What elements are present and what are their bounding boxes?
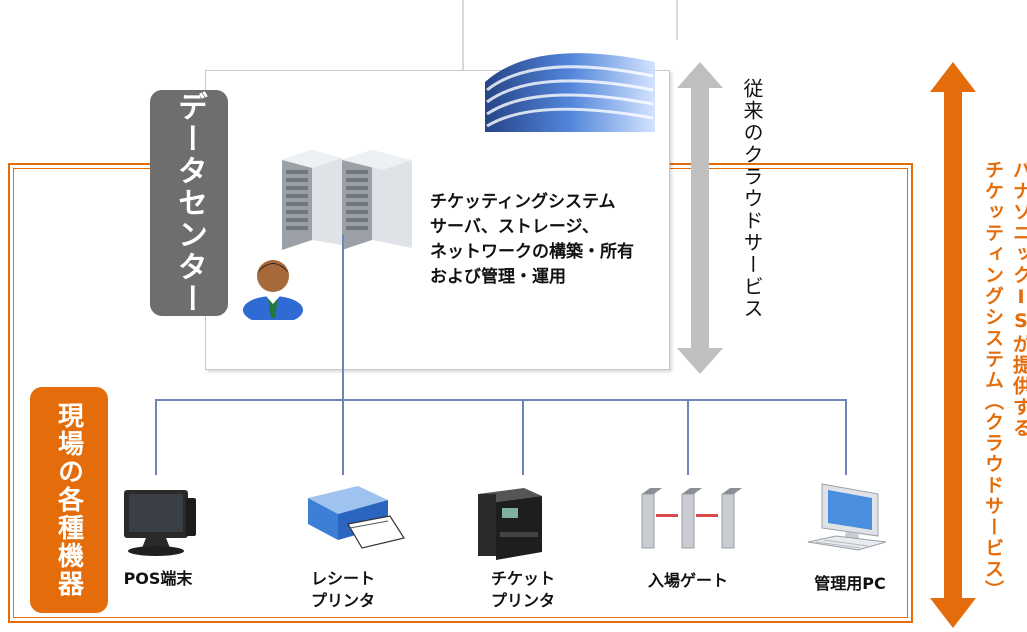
description-line: サーバ、ストレージ、: [430, 217, 599, 237]
panasonic-scope-label: パナソニックISが提供する チケッティングシステム（クラウドサービス）: [974, 160, 1027, 620]
panasonic-scope-label-line2: チケッティングシステム（クラウドサービス）: [982, 160, 1004, 601]
description-line: および管理・運用: [430, 267, 566, 287]
connector-drop: [845, 399, 847, 475]
site-devices-label: 現場の各種機器: [30, 387, 108, 613]
description-line: チケッティングシステム: [430, 192, 616, 212]
connector-drop: [522, 399, 524, 475]
conventional-cloud-label: 従来のクラウドサービス: [740, 78, 764, 320]
divider-line: [676, 0, 678, 40]
ticket-printer-icon: [478, 488, 542, 560]
device-label-pos: POS端末: [123, 569, 193, 588]
building-icon: [465, 53, 665, 142]
description-line: ネットワークの構築・所有: [430, 242, 634, 262]
connector-drop: [687, 399, 689, 475]
admin-pc-icon: [807, 483, 887, 551]
divider-line: [462, 0, 464, 70]
connector-bus: [155, 399, 847, 401]
connector-trunk: [342, 235, 344, 400]
entrance-gate-icon: [641, 488, 742, 549]
operator-person-icon: [243, 260, 303, 320]
pos-terminal-icon: [124, 490, 196, 556]
connector-drop: [155, 399, 157, 475]
datacenter-description: チケッティングシステム サーバ、ストレージ、 ネットワークの構築・所有 および管…: [430, 190, 670, 290]
connector-drop: [342, 399, 344, 475]
device-label-receipt-printer: レシート プリンタ: [310, 569, 375, 610]
panasonic-scope-arrow-icon: [930, 62, 976, 628]
datacenter-label: データセンター: [150, 90, 228, 316]
server-icon: [282, 150, 412, 250]
panasonic-scope-label-line1: パナソニックISが提供する: [1010, 160, 1027, 439]
device-label-admin-pc: 管理用PC: [814, 574, 886, 593]
device-label-entrance-gate: 入場ゲート: [647, 571, 728, 590]
receipt-printer-icon: [308, 486, 405, 549]
conventional-cloud-arrow-icon: [677, 62, 723, 374]
device-label-ticket-printer: チケット プリンタ: [490, 569, 555, 610]
